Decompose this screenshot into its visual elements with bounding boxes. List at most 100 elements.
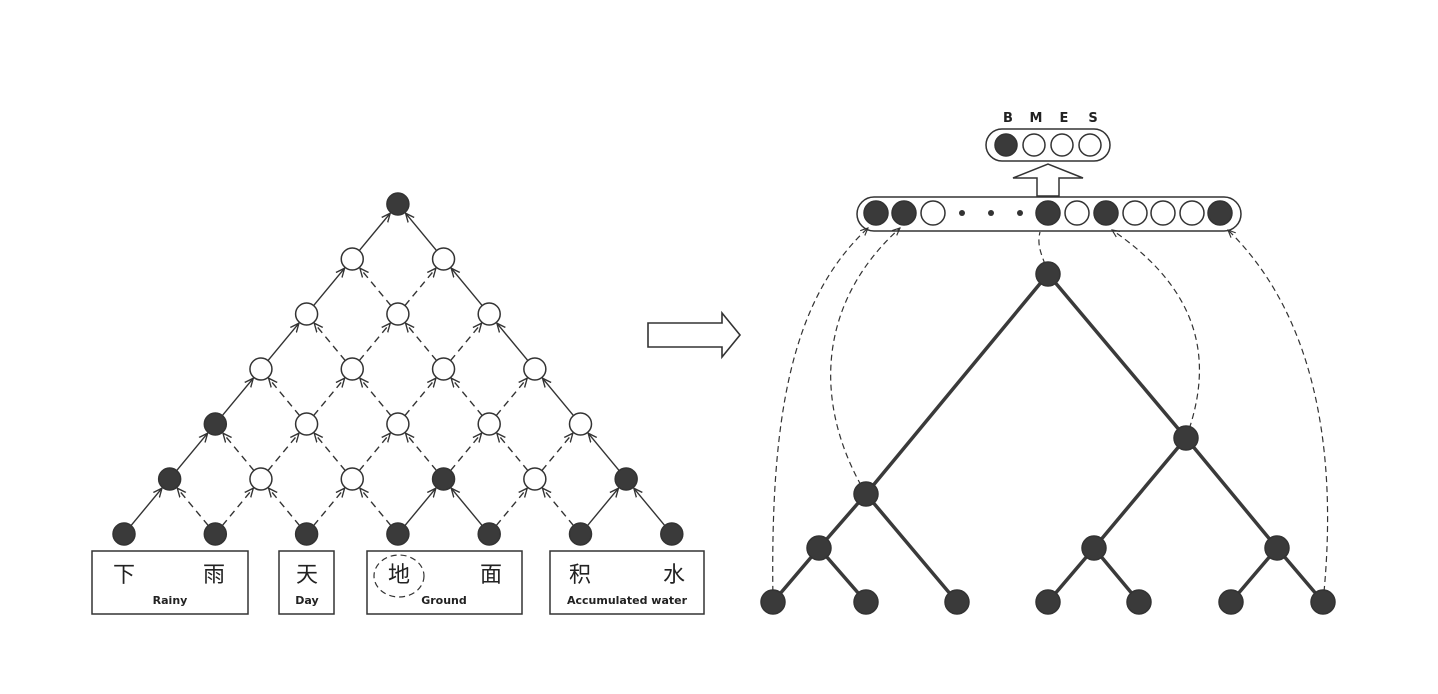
feature-node: [891, 200, 917, 226]
tree-leaf: [853, 589, 879, 615]
tag-label-s: S: [1088, 111, 1097, 126]
lattice-edge: [451, 268, 483, 306]
lattice-node-empty: [249, 467, 273, 491]
lattice-edge: [130, 488, 162, 526]
lattice-edge: [360, 488, 392, 526]
gloss-accumulated-water: Accumulated water: [567, 594, 688, 607]
tree-node: [1264, 535, 1290, 561]
tree-edge: [1184, 436, 1279, 550]
lattice-edge: [267, 433, 299, 471]
lattice-edge: [267, 323, 299, 361]
lattice-edge: [358, 213, 390, 251]
lattice-edge: [221, 378, 253, 416]
lattice-node-filled: [203, 522, 228, 546]
lattice-node-empty: [431, 247, 456, 271]
lattice-node-filled: [660, 522, 684, 546]
lattice-edge: [450, 433, 482, 471]
word-box-day: 天 Day: [278, 550, 335, 615]
lattice-node-empty: [294, 302, 319, 326]
word-box-accumulated-water: 积 水 Accumulated water: [549, 550, 705, 615]
lattice-node-empty: [386, 302, 410, 326]
char-mian: 面: [480, 563, 502, 588]
feature-capsule: [856, 196, 1242, 232]
ellipsis-dot: [959, 210, 965, 216]
output-node-m: [1022, 133, 1046, 157]
lattice-edge: [450, 323, 482, 361]
gloss-rainy: Rainy: [153, 594, 188, 607]
lattice-edge: [497, 433, 529, 471]
lattice-edge: [495, 488, 527, 526]
lattice-edge: [634, 488, 666, 526]
word-box-rainy: 下 雨 Rainy: [91, 550, 249, 615]
output-node-e: [1050, 133, 1074, 157]
gloss-ground: Ground: [421, 594, 467, 607]
lattice-node-filled: [203, 412, 228, 436]
highlight-circle: [373, 554, 425, 598]
lattice-edge: [404, 268, 436, 306]
tree-leaf: [1035, 589, 1061, 615]
char-ji: 积: [569, 563, 591, 588]
lattice-node-filled: [386, 192, 410, 216]
output-node-s: [1078, 133, 1102, 157]
lattice-edge: [269, 378, 301, 416]
lattice-edge: [269, 488, 301, 526]
lattice-node-empty: [568, 412, 593, 436]
lattice-edge: [451, 378, 483, 416]
lattice-edge: [451, 488, 483, 526]
dashed-link: [1228, 230, 1329, 603]
lattice-node-filled: [112, 522, 136, 546]
lattice-edge: [177, 488, 209, 526]
tree-leaf: [1218, 589, 1244, 615]
tree-edge: [1046, 272, 1188, 440]
tree-node-root: [1035, 261, 1061, 287]
feature-layer: [856, 196, 1242, 232]
feature-node: [1207, 200, 1233, 226]
output-capsule: [985, 128, 1111, 162]
lattice-node-empty: [477, 302, 501, 326]
lattice-edge: [404, 378, 436, 416]
tree-edge: [1092, 436, 1188, 550]
tree-leaf: [944, 589, 970, 615]
char-xia: 下: [113, 563, 135, 588]
tree-node: [806, 535, 832, 561]
feature-node: [1064, 200, 1090, 226]
lattice-node-filled: [157, 467, 182, 491]
char-shui: 水: [663, 563, 685, 588]
lattice-node-empty: [294, 412, 319, 436]
lattice-edge: [221, 488, 253, 526]
tag-label-b: B: [1003, 111, 1013, 126]
lattice-edge: [543, 488, 575, 526]
dashed-link: [830, 228, 900, 495]
char-di: 地: [388, 563, 410, 588]
lattice-edge: [313, 268, 345, 306]
lattice-edge: [360, 378, 392, 416]
tree-node: [1173, 425, 1199, 451]
up-arrow-icon: [1012, 163, 1084, 197]
lattice-edges: [130, 213, 666, 526]
lattice-edge: [223, 433, 255, 471]
lattice-node-filled: [477, 522, 501, 546]
feature-node: [1093, 200, 1119, 226]
char-tian: 天: [296, 563, 318, 588]
feature-node: [920, 200, 946, 226]
tag-label-e: E: [1060, 111, 1069, 126]
lattice-node-filled: [386, 522, 410, 546]
feature-node: [863, 200, 889, 226]
lattice-edge: [360, 268, 392, 306]
tree-edge: [864, 492, 959, 604]
lattice-node-filled: [568, 522, 593, 546]
word-box-ground: 地 面 Ground: [366, 550, 523, 615]
lattice-edge: [495, 378, 527, 416]
lattice-edge: [588, 433, 620, 471]
lattice-edge: [586, 488, 619, 526]
lattice-edge: [176, 433, 208, 471]
output-layer: [985, 128, 1111, 162]
lattice-edge: [313, 378, 345, 416]
tree-leaf: [1310, 589, 1336, 615]
dashed-connections: [772, 228, 1329, 603]
tag-labels: B M E S: [1003, 111, 1098, 126]
tree-edge: [864, 272, 1050, 496]
lattice-nodes: [112, 192, 684, 546]
dashed-link: [1112, 230, 1201, 439]
